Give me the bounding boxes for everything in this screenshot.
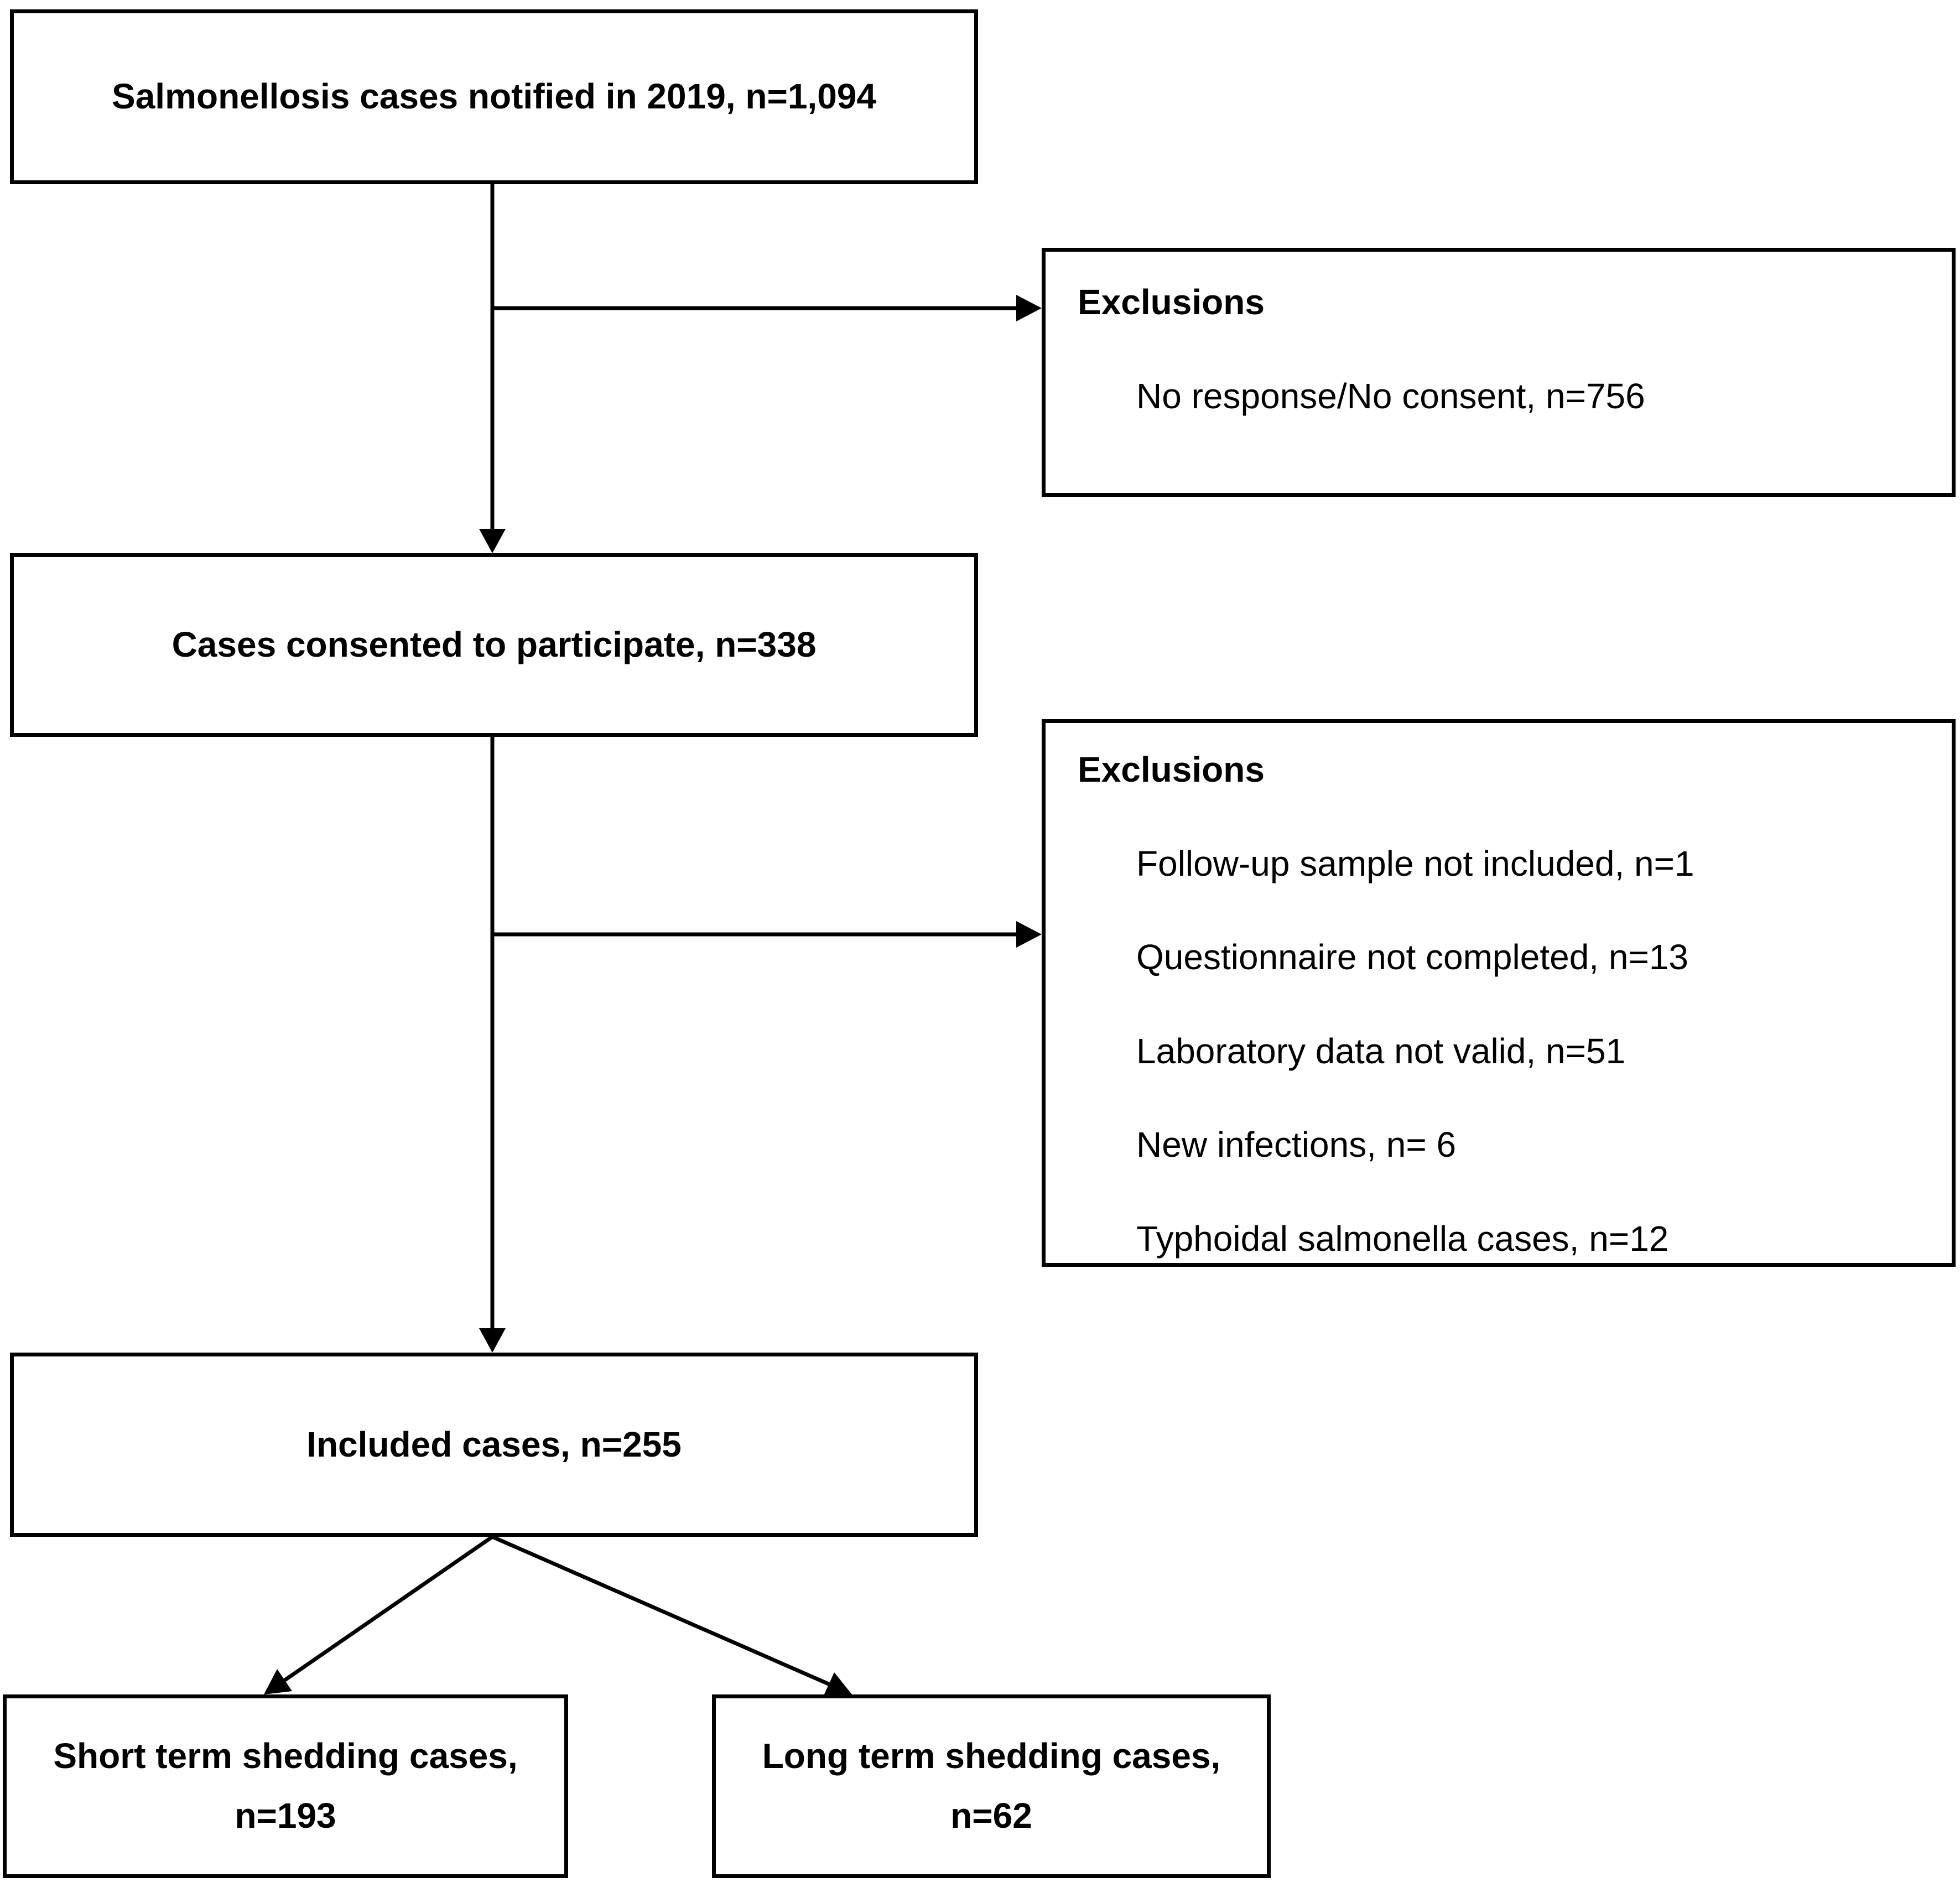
box-notified-label: Salmonellosis cases notified in 2019, n=… bbox=[112, 76, 876, 117]
exclusions-second-title: Exclusions bbox=[1078, 750, 1265, 789]
box-short-term-shedding: Short term shedding cases, n=193 bbox=[3, 1694, 568, 1878]
connector-included-to-short-term bbox=[282, 1535, 493, 1683]
exclusion-item: Follow-up sample not included, n=1 bbox=[1136, 843, 1694, 883]
arrowhead-right-exclusions-2-icon bbox=[1016, 921, 1042, 948]
connector-included-to-long-term bbox=[491, 1535, 831, 1687]
exclusion-item: No response/No consent, n=756 bbox=[1136, 376, 1645, 416]
exclusion-item: Typhoidal salmonella cases, n=12 bbox=[1136, 1218, 1669, 1259]
short-term-count: n=193 bbox=[235, 1796, 336, 1836]
box-exclusions-second: Exclusions Follow-up sample not included… bbox=[1042, 719, 1956, 1267]
box-long-term-shedding: Long term shedding cases, n=62 bbox=[712, 1694, 1271, 1878]
arrowhead-down-included-icon bbox=[479, 1328, 506, 1353]
arrowhead-down-consented-icon bbox=[479, 529, 506, 553]
box-consented-label: Cases consented to participate, n=338 bbox=[171, 625, 817, 665]
long-term-line1: Long term shedding cases, bbox=[762, 1736, 1221, 1776]
exclusion-item: Questionnaire not completed, n=13 bbox=[1136, 937, 1688, 978]
exclusions-first-title: Exclusions bbox=[1078, 282, 1265, 322]
arrowhead-right-exclusions-1-icon bbox=[1016, 295, 1042, 321]
exclusion-item: Laboratory data not valid, n=51 bbox=[1136, 1031, 1626, 1071]
long-term-count: n=62 bbox=[950, 1796, 1032, 1836]
box-notified-cases: Salmonellosis cases notified in 2019, n=… bbox=[10, 9, 978, 184]
box-included-cases: Included cases, n=255 bbox=[10, 1353, 978, 1537]
arrowhead-long-term-icon bbox=[823, 1672, 852, 1697]
box-exclusions-first: Exclusions No response/No consent, n=756 bbox=[1042, 248, 1956, 497]
box-included-label: Included cases, n=255 bbox=[306, 1424, 682, 1464]
short-term-line1: Short term shedding cases, bbox=[53, 1736, 518, 1776]
arrowhead-short-term-icon bbox=[264, 1669, 292, 1694]
box-consented-cases: Cases consented to participate, n=338 bbox=[10, 553, 978, 737]
exclusion-item: New infections, n= 6 bbox=[1136, 1125, 1457, 1165]
